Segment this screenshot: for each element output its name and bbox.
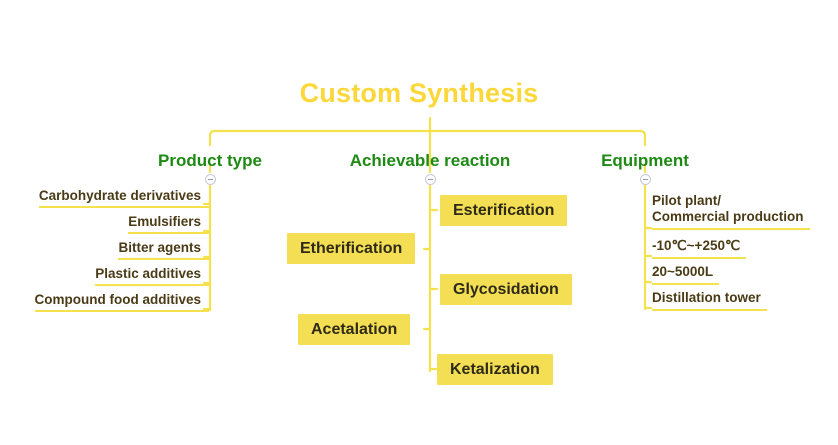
reaction-box-acetalation[interactable]: Acetalation: [298, 314, 411, 345]
list-item-equipment[interactable]: 20~5000L: [652, 264, 720, 285]
list-item-equipment[interactable]: Pilot plant/ Commercial production: [652, 193, 810, 230]
list-item-product-type[interactable]: Bitter agents: [118, 240, 209, 260]
list-item-equipment[interactable]: -10℃~+250℃: [652, 238, 747, 259]
list-item-product-type[interactable]: Compound food additives: [34, 292, 209, 312]
list-item-product-type[interactable]: Carbohydrate derivatives: [38, 188, 209, 208]
minus-circle-icon-product[interactable]: [204, 174, 216, 185]
reaction-box-esterification[interactable]: Esterification: [440, 195, 568, 226]
list-item-equipment[interactable]: Distillation tower: [652, 290, 767, 311]
minus-circle-icon-reaction[interactable]: [424, 174, 436, 185]
list-item-product-type[interactable]: Emulsifiers: [128, 214, 209, 234]
column-header-achievable-reaction: Achievable reaction: [349, 151, 511, 170]
reaction-box-etherification[interactable]: Etherification: [287, 233, 416, 264]
reaction-box-ketalization[interactable]: Ketalization: [437, 354, 553, 385]
reaction-box-glycosidation[interactable]: Glycosidation: [440, 274, 572, 305]
minus-circle-icon-equipment[interactable]: [639, 174, 651, 185]
column-header-product-type: Product type: [158, 151, 262, 170]
page-title: Custom Synthesis: [299, 78, 539, 108]
column-header-equipment: Equipment: [601, 151, 689, 170]
list-item-product-type[interactable]: Plastic additives: [95, 266, 209, 286]
